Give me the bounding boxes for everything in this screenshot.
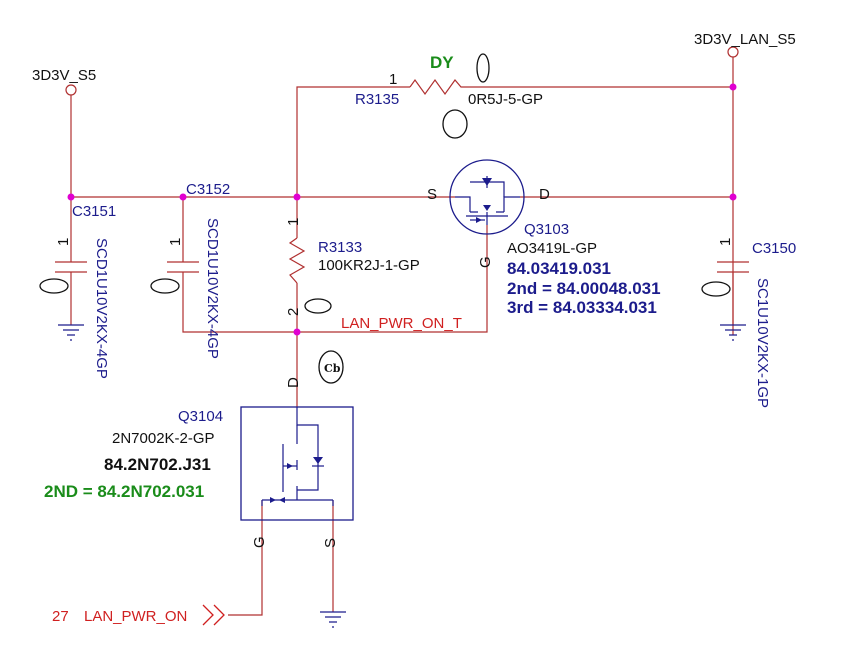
- c3152-pin1: 1: [167, 238, 184, 246]
- q3104-alt2: 2ND = 84.2N702.031: [44, 482, 204, 501]
- connector-net-label: LAN_PWR_ON: [84, 608, 187, 625]
- q3104-pin-d: D: [285, 377, 302, 388]
- c3150-part: SC1U10V2KX-1GP: [754, 278, 771, 408]
- c3152-part: SCD1U10V2KX-4GP: [204, 218, 221, 359]
- double-chevron-icon: [202, 604, 225, 626]
- q3103-pin-d: D: [539, 186, 550, 203]
- ground-icon: [320, 611, 346, 628]
- junction-dot: [179, 193, 187, 201]
- rail-3d3v-lan-s5: 3D3V_LAN_S5: [694, 31, 796, 58]
- junction-dot: [729, 83, 737, 91]
- stamp-icon: [39, 278, 69, 294]
- capacitor-c3150: 1 C3150 SC1U10V2KX-1GP: [717, 238, 796, 408]
- q3104-pn: 84.2N702.J31: [104, 455, 211, 474]
- q3103-part: AO3419L-GP: [507, 240, 597, 257]
- mosfet-q3103: S D G Q3103 AO3419L-GP 84.03419.031 2nd …: [427, 159, 661, 317]
- net-label-lan-pwr-on-t: LAN_PWR_ON_T: [341, 315, 462, 332]
- q3103-ref: Q3103: [524, 221, 569, 238]
- q3104-ref: Q3104: [178, 408, 223, 425]
- stamp-label: Cb: [324, 362, 341, 375]
- dy-option-label: DY: [430, 53, 454, 72]
- rail-left-label: 3D3V_S5: [32, 67, 96, 84]
- rail-3d3v-s5: 3D3V_S5: [32, 67, 96, 96]
- resistor-r3135: 1 R3135 0R5J-5-GP DY: [355, 53, 543, 108]
- stamp-badges: Cb: [39, 53, 731, 384]
- c3151-ref: C3151: [72, 203, 116, 220]
- r3135-pin1: 1: [389, 71, 397, 88]
- connector-ref: 27: [52, 608, 69, 625]
- r3135-ref: R3135: [355, 91, 399, 108]
- c3151-pin1: 1: [55, 238, 72, 246]
- stamp-icon: [304, 298, 332, 314]
- q3103-alt2: 2nd = 84.00048.031: [507, 279, 661, 298]
- q3104-pin-g: G: [251, 536, 268, 548]
- stamp-icon: [442, 109, 468, 139]
- junctions: [67, 83, 737, 336]
- capacitor-c3152: 1 C3152 SCD1U10V2KX-4GP: [167, 181, 230, 359]
- r3133-ref: R3133: [318, 239, 362, 256]
- q3103-alt3: 3rd = 84.03334.031: [507, 298, 657, 317]
- r3135-part: 0R5J-5-GP: [468, 91, 543, 108]
- stamp-icon: [701, 281, 731, 297]
- q3103-pn: 84.03419.031: [507, 259, 611, 278]
- q3104-pin-s: S: [322, 538, 339, 548]
- rail-right-label: 3D3V_LAN_S5: [694, 31, 796, 48]
- stamp-icon: [476, 53, 490, 83]
- ground-icon: [58, 324, 84, 341]
- wires: [70, 57, 734, 616]
- r3133-part: 100KR2J-1-GP: [318, 257, 420, 274]
- c3150-ref: C3150: [752, 240, 796, 257]
- q3104-part: 2N7002K-2-GP: [112, 430, 215, 447]
- ground-symbols: [58, 324, 746, 628]
- q3103-pin-g: G: [477, 256, 494, 268]
- c3151-part: SCD1U10V2KX-4GP: [93, 238, 110, 379]
- resistor-r3133: 1 2 R3133 100KR2J-1-GP: [285, 218, 420, 316]
- c3150-pin1: 1: [717, 238, 734, 246]
- capacitor-c3151: 1 C3151 SCD1U10V2KX-4GP: [55, 203, 116, 379]
- junction-dot: [293, 328, 301, 336]
- r3133-pin2: 2: [285, 308, 302, 316]
- c3152-ref: C3152: [186, 181, 230, 198]
- junction-dot: [729, 193, 737, 201]
- junction-dot: [293, 193, 301, 201]
- off-page-connector: 27 LAN_PWR_ON: [52, 604, 225, 626]
- mosfet-q3104: D G S Q3104 2N7002K-2-GP 84.2N702.J31 2N…: [44, 377, 354, 548]
- ground-icon: [720, 324, 746, 341]
- junction-dot: [67, 193, 75, 201]
- stamp-icon: [318, 350, 344, 384]
- q3103-pin-s: S: [427, 186, 437, 203]
- stamp-icon: [150, 278, 180, 294]
- r3133-pin1: 1: [285, 218, 302, 226]
